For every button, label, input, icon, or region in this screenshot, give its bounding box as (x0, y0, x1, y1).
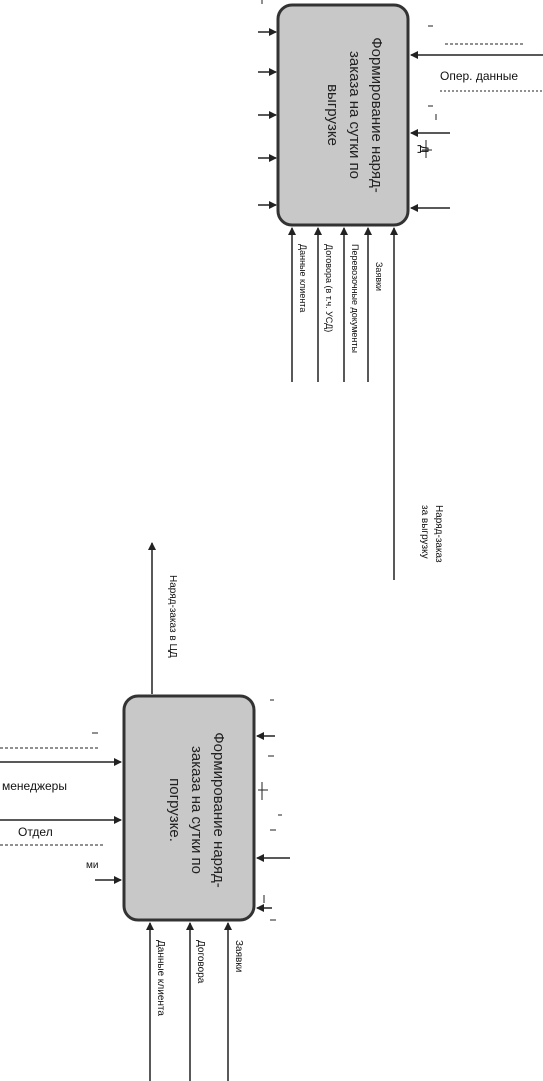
top-box-right-arrows (410, 25, 543, 212)
top-output-line-2: за выгрузку (419, 505, 430, 559)
bottom-input-client-data: Данные клиента (155, 940, 166, 1016)
top-input-client-data: Данные клиента (298, 244, 308, 312)
box-top-line-3: выгрузке (324, 84, 341, 146)
top-box-left-arrows (258, 0, 277, 209)
top-input-requests: Заявки (374, 262, 384, 291)
svg-text:Формирование наряд-: Формирование наряд- (210, 732, 227, 887)
box-top-line-1: Формирование наряд- (368, 37, 385, 192)
process-box-unloading[interactable]: Формирование наряд- заказа на сутки по в… (276, 3, 410, 227)
department-label: Отдел (18, 825, 53, 839)
process-box-loading[interactable]: Формирование наряд- заказа на сутки по п… (122, 694, 256, 922)
top-box-bottom-inputs (288, 227, 398, 580)
oper-data-label: Опер. данные (440, 69, 518, 83)
box-bottom-line-2: заказа на сутки по (188, 746, 205, 874)
svg-text:заказа на сутки по: заказа на сутки по (188, 746, 205, 874)
top-input-transport-docs: Перевозочные документы (350, 244, 360, 353)
managers-label: менеджеры (2, 779, 67, 793)
svg-text:заказа на сутки по: заказа на сутки по (346, 51, 363, 179)
svg-text:погрузке.: погрузке. (166, 778, 183, 842)
fragment-mi-label: ми (86, 860, 98, 871)
bottom-box-right-arrows (256, 699, 290, 921)
top-input-contracts: Договора (в т.ч. УСД) (324, 244, 334, 332)
bottom-box-bottom-inputs (146, 922, 232, 1081)
top-output-line-1: Наряд-заказ (433, 505, 444, 563)
fragment-d-label: Д (417, 145, 431, 153)
svg-text:выгрузке: выгрузке (324, 84, 341, 146)
bottom-input-contracts: Договора (195, 940, 206, 984)
bottom-output-label: Наряд-заказ в ЦД (167, 575, 178, 658)
box-bottom-line-3: погрузке. (166, 778, 183, 842)
box-top-line-2: заказа на сутки по (346, 51, 363, 179)
bottom-input-requests: Заявки (233, 940, 244, 972)
box-bottom-line-1: Формирование наряд- (210, 732, 227, 887)
bottom-box-left-arrows (0, 732, 122, 884)
svg-text:Формирование наряд-: Формирование наряд- (368, 37, 385, 192)
